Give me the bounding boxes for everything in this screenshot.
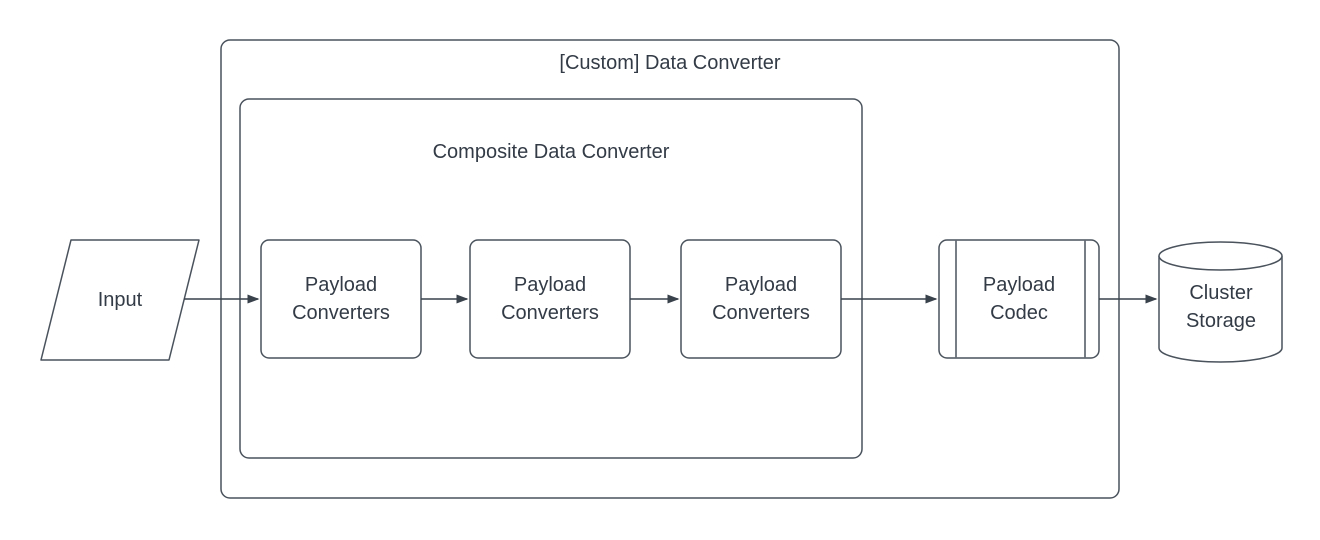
node-label-payload-converter-2-text: Payload Converters [501,274,599,324]
node-label-input-text: Input [97,289,143,311]
outer-container-custom-data-converter [220,39,1120,499]
node-label-payload-converter-3-text: Payload Converters [712,274,810,324]
node-label-payload-converter-1: Payload Converters [261,240,421,358]
node-label-payload-codec-text: Payload Codec [982,274,1056,324]
node-label-payload-converter-1-text: Payload Converters [292,274,390,324]
outer-container-title-text: [Custom] Data Converter [559,52,781,74]
node-label-payload-converter-3: Payload Converters [681,240,841,358]
input-parallelogram-shape [40,239,200,361]
node-label-input: Input [40,240,200,360]
node-label-payload-codec: Payload Codec [939,240,1099,358]
inner-container-composite-data-converter [239,98,863,459]
inner-container-title: Composite Data Converter [240,140,862,164]
node-label-cluster-storage: Cluster Storage [1159,254,1283,360]
node-label-payload-converter-2: Payload Converters [470,240,630,358]
cluster-storage-cylinder-top [1158,241,1283,271]
outer-container-title: [Custom] Data Converter [221,51,1119,75]
inner-container-title-text: Composite Data Converter [432,141,670,163]
cluster-storage-cylinder-body [1158,256,1283,363]
node-label-cluster-storage-text: Cluster Storage [1185,282,1257,332]
